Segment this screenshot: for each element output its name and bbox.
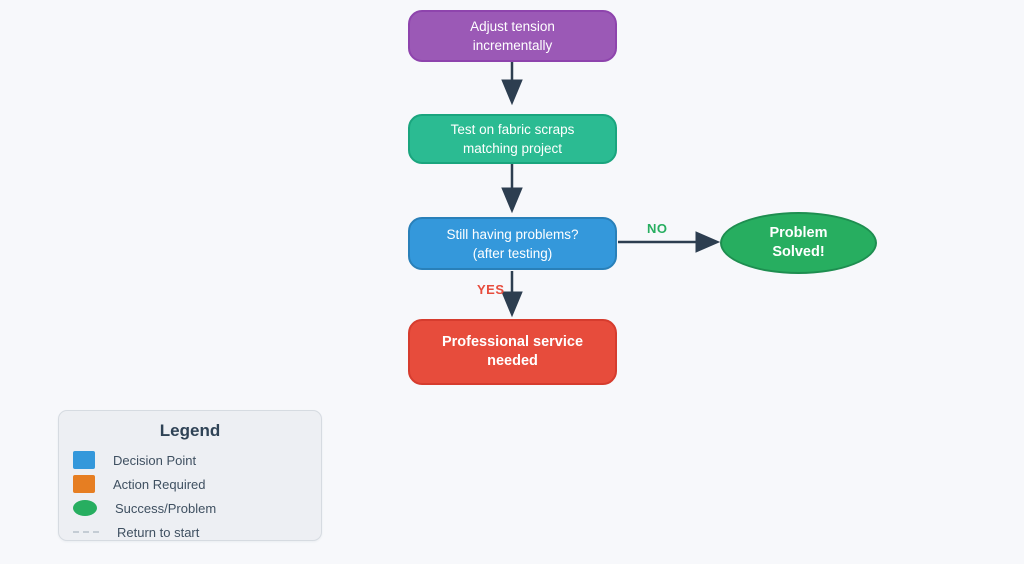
node-text-line: Still having problems?	[446, 226, 579, 242]
action-required-swatch	[73, 475, 95, 493]
node-text-line: Test on fabric scraps	[450, 122, 575, 137]
edge-label-no: NO	[647, 221, 668, 236]
node-text-line: Problem	[769, 225, 828, 241]
node-text-line: (after testing)	[472, 245, 553, 261]
node-test-fabric-scraps: Test on fabric scraps matching project	[408, 114, 617, 164]
legend-panel: Legend Decision Point Action Required Su…	[58, 410, 322, 541]
legend-item-label: Action Required	[113, 476, 206, 492]
legend-item-label: Return to start	[117, 524, 200, 540]
legend-item-label: Decision Point	[113, 452, 197, 468]
legend-item-label: Success/Problem	[115, 500, 217, 516]
node-still-having-problems: Still having problems? (after testing)	[408, 217, 617, 270]
legend-item-decision-point: Decision Point	[59, 450, 321, 470]
node-text-line: incrementally	[472, 38, 553, 53]
arrow-group	[501, 62, 721, 318]
node-problem-solved: Problem Solved!	[720, 212, 877, 274]
arrow-head-1	[501, 79, 523, 106]
arrow-head-no	[695, 231, 721, 253]
legend-title: Legend	[159, 421, 221, 440]
decision-point-swatch	[73, 451, 95, 469]
legend-item-action-required: Action Required	[59, 474, 321, 494]
node-text-line: matching project	[462, 141, 563, 156]
node-adjust-tension: Adjust tension incrementally	[408, 10, 617, 62]
node-text-line: Solved!	[772, 244, 825, 260]
node-professional-service: Professional service needed	[408, 319, 617, 385]
node-text-line: needed	[487, 353, 538, 369]
edge-label-yes: YES	[477, 282, 505, 297]
legend-item-success-problem: Success/Problem	[59, 498, 321, 518]
success-problem-swatch	[73, 500, 97, 516]
node-text-line: Adjust tension	[470, 19, 555, 34]
node-text-line: Professional service	[441, 334, 584, 350]
arrow-head-2	[501, 187, 523, 214]
legend-item-return-to-start: Return to start	[59, 522, 321, 542]
return-to-start-dashed-line-swatch	[73, 531, 99, 533]
arrow-head-yes	[501, 291, 523, 318]
